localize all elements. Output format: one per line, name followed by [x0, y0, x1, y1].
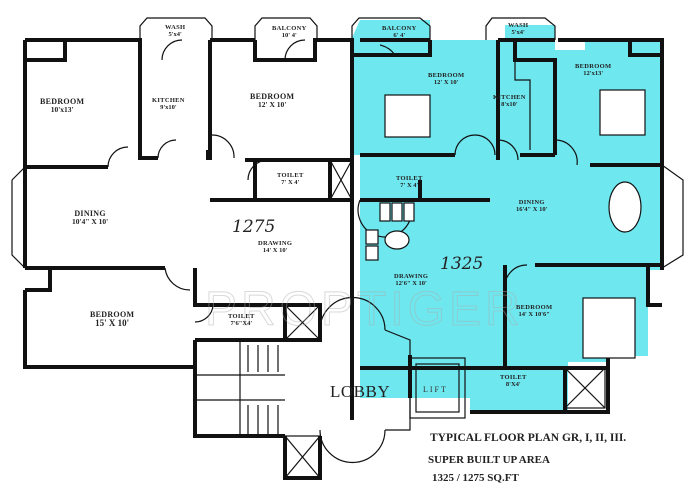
area-heading: SUPER BUILT UP AREA	[428, 454, 550, 466]
room-label: WASH 5'x4'	[165, 24, 186, 38]
room-label: BEDROOM 14' X 10'6"	[516, 304, 553, 318]
room-label: TOILET 7' X 4'	[396, 175, 423, 189]
room-label: BEDROOM 12' X 10'	[428, 72, 465, 86]
room-label: BEDROOM 15' X 10'	[90, 310, 135, 329]
room-label: DINING 16'4" X 10'	[516, 199, 548, 213]
room-label: BEDROOM 10'x13'	[40, 97, 85, 115]
room-label: TOILET 7'6"X4'	[228, 313, 255, 327]
watermark: PROPTIGER	[205, 283, 524, 337]
room-label: DRAWING 14' X 10'	[258, 240, 293, 254]
room-label: BALCONY 6' 4'	[382, 25, 417, 39]
plan-title: TYPICAL FLOOR PLAN GR, I, II, III.	[430, 432, 627, 444]
room-label: TOILET 8'X4'	[500, 374, 527, 388]
room-label: TOILET 7' X 4'	[277, 172, 304, 186]
room-label: BEDROOM 12' X 10'	[250, 92, 295, 110]
room-label: BEDROOM 12'x13'	[575, 63, 612, 77]
area-value: 1325 / 1275 SQ.FT	[432, 472, 519, 484]
room-label: BALCONY 10' 4'	[272, 25, 307, 39]
area-annotation-right: 1325	[440, 254, 484, 274]
lobby-label: LOBBY	[330, 382, 391, 401]
room-label: DINING 10'4" X 10'	[72, 209, 109, 227]
room-label: KITCHEN 9'x10'	[152, 97, 185, 111]
room-label: DRAWING 12'6" X 10'	[394, 273, 429, 287]
area-annotation-left: 1275	[232, 217, 276, 237]
room-label: WASH 5'x4'	[508, 22, 529, 36]
lift-label: LIFT	[423, 385, 448, 394]
room-label: KITCHEN 8'x10'	[493, 94, 526, 108]
